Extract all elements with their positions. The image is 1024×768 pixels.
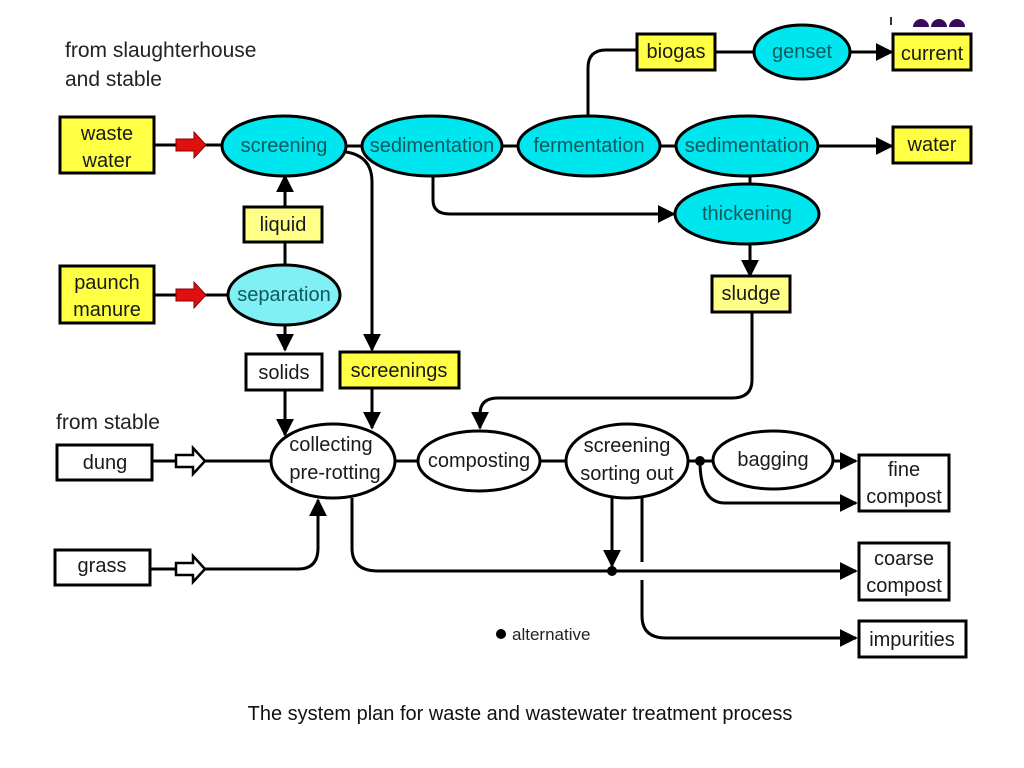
svg-text:separation: separation	[237, 284, 330, 306]
heading-slaughterhouse-line2: and stable	[65, 68, 162, 91]
svg-text:sedimentation: sedimentation	[370, 135, 495, 157]
svg-text:screening: screening	[584, 435, 671, 457]
node-collecting-pre-rotting: collecting pre-rotting	[269, 422, 397, 500]
alternative-junction-dot	[695, 456, 705, 466]
node-biogas: biogas	[635, 32, 717, 72]
node-fine-compost: fine compost	[857, 453, 951, 513]
svg-text:dung: dung	[83, 452, 128, 474]
svg-text:thickening: thickening	[702, 203, 792, 225]
heading-from-stable: from stable	[56, 411, 160, 434]
svg-text:composting: composting	[428, 450, 530, 472]
svg-text:pre-rotting: pre-rotting	[289, 462, 380, 484]
node-current: current	[891, 32, 973, 72]
svg-text:sludge: sludge	[722, 283, 781, 305]
node-thickening: thickening	[673, 182, 821, 246]
hollow-arrow-icon	[174, 552, 207, 586]
red-arrow-icon	[175, 280, 207, 310]
node-screening-sorting-out: screening sorting out	[564, 422, 690, 500]
node-fermentation: fermentation	[516, 114, 662, 178]
figure-caption: The system plan for waste and wastewater…	[248, 703, 793, 725]
svg-text:compost: compost	[866, 575, 942, 597]
red-arrow-icon	[175, 130, 207, 160]
heading-slaughterhouse-line1: from slaughterhouse	[65, 39, 256, 62]
node-grass: grass	[53, 548, 152, 587]
svg-text:biogas: biogas	[647, 41, 706, 63]
node-sludge: sludge	[710, 274, 792, 314]
legend-alternative: alternative	[496, 625, 590, 644]
legend-dot-icon	[496, 629, 506, 639]
alternative-junction-dot	[607, 566, 617, 576]
svg-text:water: water	[82, 150, 132, 172]
svg-text:manure: manure	[73, 299, 141, 321]
svg-text:current: current	[901, 43, 964, 65]
svg-text:impurities: impurities	[869, 629, 955, 651]
svg-text:compost: compost	[866, 486, 942, 508]
svg-text:paunch: paunch	[74, 272, 140, 294]
svg-text:fermentation: fermentation	[533, 135, 644, 157]
node-impurities: impurities	[857, 619, 968, 659]
node-composting: composting	[416, 429, 542, 493]
svg-text:solids: solids	[258, 362, 309, 384]
svg-text:screenings: screenings	[351, 360, 448, 382]
svg-text:water: water	[907, 134, 957, 156]
svg-text:coarse: coarse	[874, 548, 934, 570]
connectors	[150, 43, 894, 647]
node-sedimentation-1: sedimentation	[360, 114, 504, 178]
decorative-dots	[890, 17, 965, 27]
node-liquid: liquid	[242, 205, 324, 244]
node-solids: solids	[244, 352, 324, 392]
legend-alternative-label: alternative	[512, 625, 590, 644]
svg-text:collecting: collecting	[289, 434, 372, 456]
node-coarse-compost: coarse compost	[857, 541, 951, 602]
node-bagging: bagging	[711, 429, 835, 491]
node-screenings: screenings	[338, 350, 461, 390]
svg-text:waste: waste	[80, 123, 133, 145]
node-dung: dung	[55, 443, 154, 482]
node-sedimentation-2: sedimentation	[674, 114, 820, 178]
svg-text:genset: genset	[772, 41, 832, 63]
node-paunch-manure: paunch manure	[58, 264, 156, 325]
svg-text:bagging: bagging	[737, 449, 808, 471]
svg-text:screening: screening	[241, 135, 328, 157]
hollow-arrow-icon	[174, 444, 207, 478]
node-water: water	[891, 125, 973, 165]
svg-text:sorting out: sorting out	[580, 463, 674, 485]
svg-text:fine: fine	[888, 459, 920, 481]
svg-text:liquid: liquid	[260, 214, 307, 236]
node-separation: separation	[226, 263, 342, 327]
svg-text:grass: grass	[78, 555, 127, 577]
node-screening: screening	[220, 114, 348, 178]
node-waste-water: waste water	[58, 115, 156, 175]
node-genset: genset	[752, 23, 852, 81]
svg-text:sedimentation: sedimentation	[685, 135, 810, 157]
